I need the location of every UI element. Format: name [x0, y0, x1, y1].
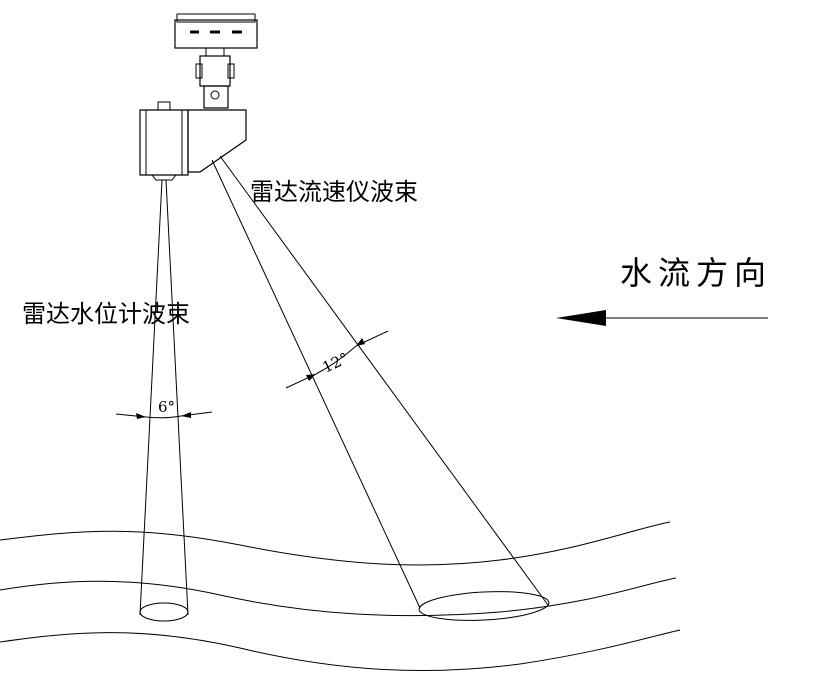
- level-radar-beam: [115, 179, 213, 622]
- flow-beam-angle-label: 12°: [320, 349, 352, 377]
- water-surface: [0, 521, 681, 672]
- flow-beam-label: 雷达流速仪波束: [250, 178, 418, 206]
- flow-direction-label: 水流方向: [620, 254, 773, 292]
- radar-housing: [139, 101, 247, 181]
- level-beam-label: 雷达水位计波束: [22, 300, 190, 328]
- flow-direction-arrow: [556, 310, 768, 326]
- level-beam-angle-label: 6°: [158, 398, 175, 416]
- flow-radar-beam: [211, 155, 550, 621]
- mounting-bracket: [174, 13, 258, 109]
